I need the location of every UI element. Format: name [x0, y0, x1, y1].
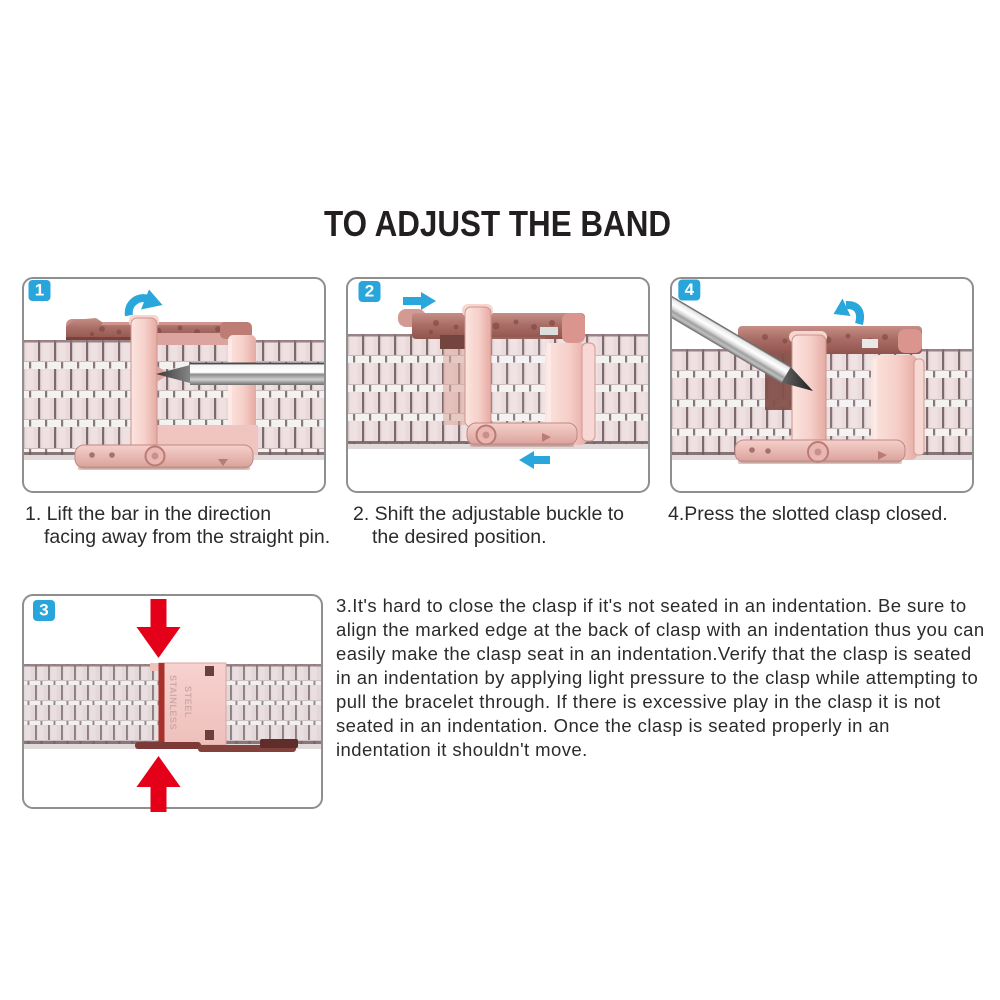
svg-text:3: 3 [39, 601, 48, 620]
svg-text:STEEL: STEEL [183, 686, 193, 718]
svg-text:STAINLESS: STAINLESS [168, 675, 178, 730]
svg-text:1: 1 [35, 281, 44, 300]
svg-text:4: 4 [685, 280, 695, 299]
svg-text:2: 2 [365, 282, 374, 301]
